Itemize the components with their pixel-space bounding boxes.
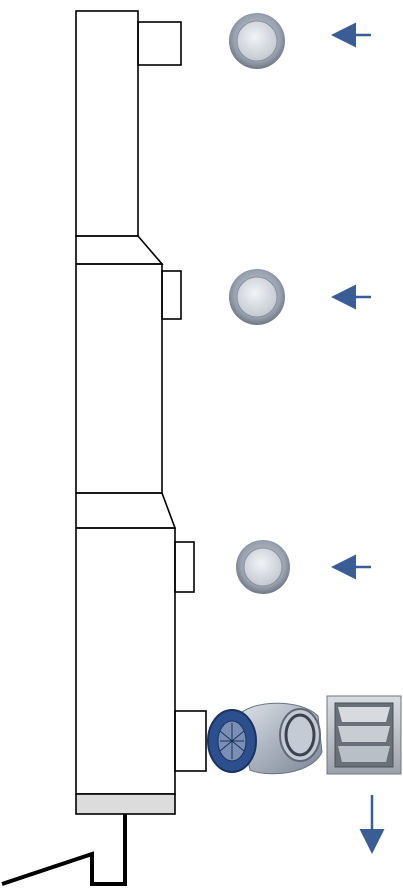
duct-stub-lower bbox=[174, 541, 195, 593]
grille-louver-1 bbox=[338, 707, 390, 722]
exhaust-grille bbox=[326, 695, 402, 775]
outlet-pipe bbox=[1, 814, 127, 886]
air-valve-2 bbox=[229, 269, 285, 325]
fan-clamp bbox=[284, 713, 316, 757]
intake-arrows bbox=[331, 22, 385, 854]
fan-blades-icon bbox=[219, 723, 245, 759]
grille-louver-2 bbox=[338, 726, 390, 742]
duct-transition-upper bbox=[75, 235, 164, 265]
duct-stub-upper bbox=[137, 21, 182, 66]
grille-louver-3 bbox=[338, 746, 390, 762]
duct-section-middle bbox=[75, 263, 163, 494]
duct-transition-lower bbox=[75, 492, 177, 529]
valve-disc-icon bbox=[236, 20, 278, 62]
air-valve-1 bbox=[229, 13, 285, 69]
duct-column bbox=[75, 10, 207, 795]
duct-stub-middle bbox=[161, 270, 182, 320]
duct-section-upper bbox=[75, 10, 139, 237]
duct-stub-fan bbox=[174, 710, 207, 772]
air-valve-3 bbox=[236, 540, 290, 594]
duct-base-plate bbox=[75, 793, 176, 815]
duct-section-lower bbox=[75, 527, 176, 795]
inline-duct-fan bbox=[207, 702, 323, 775]
valve-disc-icon bbox=[236, 276, 278, 318]
valve-disc-icon bbox=[243, 547, 283, 587]
